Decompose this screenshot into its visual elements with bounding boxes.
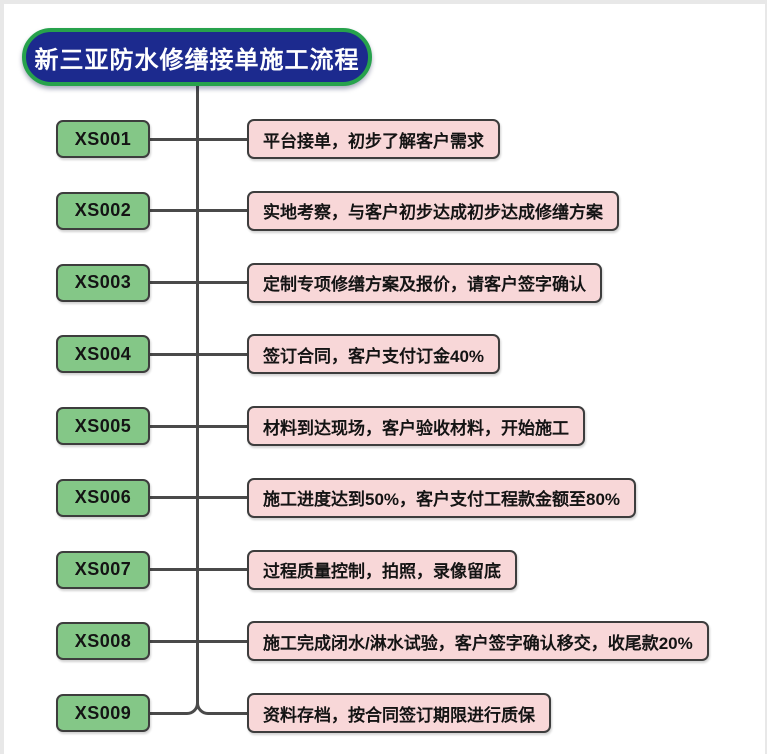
step-code-label: XS007 [74,559,132,579]
step-code-label: XS002 [74,200,132,221]
connector-line [150,424,247,428]
connector-line [150,352,247,356]
connector-line [150,639,247,643]
step-desc-node[interactable]: 施工完成闭水/淋水试验，客户签字确认移交，收尾款20% [247,621,709,662]
step-desc-node[interactable]: 过程质量控制，拍照，录像留底 [247,549,517,590]
step-desc-label: 平台接单，初步了解客户需求 [263,131,484,151]
step-code-node[interactable]: XS003 [56,263,150,302]
step-desc-label: 实地考察，与客户初步达成初步达成修缮方案 [263,203,603,223]
step-desc-node[interactable]: 材料到达现场，客户验收材料，开始施工 [247,406,585,446]
step-code-label: XS001 [74,128,132,149]
step-desc-label: 施工完成闭水/淋水试验，客户签字确认移交，收尾款20% [263,633,693,653]
step-code-label: XS006 [74,487,132,508]
step-desc-label: 过程质量控制，拍照，录像留底 [263,562,501,581]
connector-line [150,496,247,500]
step-code-node[interactable]: XS004 [56,335,150,374]
step-desc-node[interactable]: 签订合同，客户支付订金40% [247,334,501,375]
trunk-line [195,86,199,704]
step-code-label: XS004 [74,343,132,364]
step-code-label: XS009 [74,702,132,723]
step-code-label: XS003 [74,272,132,292]
step-desc-label: 材料到达现场，客户验收材料，开始施工 [263,418,569,438]
step-code-node[interactable]: XS001 [56,120,150,158]
step-code-node[interactable]: XS009 [56,694,150,732]
step-code-node[interactable]: XS008 [56,622,150,661]
connector-line [150,281,247,284]
connector-line [150,568,247,571]
branch-curve-right [195,696,249,715]
flowchart-title-node[interactable]: 新三亚防水修缮接单施工流程 [22,28,372,86]
connector-line [150,209,247,213]
step-code-node[interactable]: XS005 [56,407,150,445]
branch-curve-left [150,696,199,715]
step-desc-label: 资料存档，按合同签订期限进行质保 [263,705,535,725]
step-desc-label: 施工进度达到50%，客户支付工程款金额至80% [263,490,621,510]
step-code-label: XS008 [74,630,132,651]
step-code-label: XS005 [74,415,132,436]
step-code-node[interactable]: XS002 [56,191,150,230]
step-desc-label: 签订合同，客户支付订金40% [263,346,485,366]
step-desc-node[interactable]: 施工进度达到50%，客户支付工程款金额至80% [247,477,637,518]
flowchart-title-label: 新三亚防水修缮接单施工流程 [34,46,360,74]
step-code-node[interactable]: XS006 [56,478,150,517]
step-code-node[interactable]: XS007 [56,550,150,589]
step-desc-node[interactable]: 资料存档，按合同签订期限进行质保 [247,693,551,733]
step-desc-node[interactable]: 定制专项修缮方案及报价，请客户签字确认 [247,262,602,303]
step-desc-node[interactable]: 平台接单，初步了解客户需求 [247,119,500,159]
connector-line [150,137,247,141]
step-desc-node[interactable]: 实地考察，与客户初步达成初步达成修缮方案 [247,190,619,231]
step-desc-label: 定制专项修缮方案及报价，请客户签字确认 [263,275,586,294]
